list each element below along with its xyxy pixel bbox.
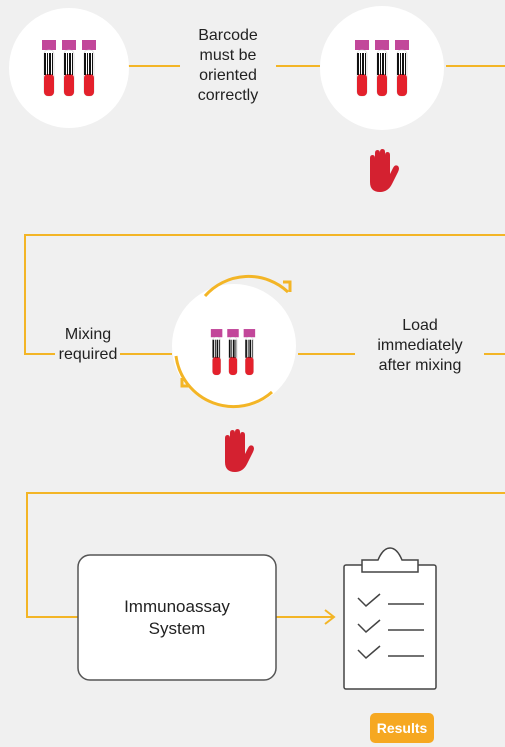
mixing-cycle-icon [203,274,290,297]
connector-row3 [26,492,505,625]
clipboard-checklist-icon [343,547,437,690]
blood-tube-rack-icon [354,39,410,97]
label-line: must be [199,47,257,64]
stop-hand-icon [370,149,399,192]
immunoassay-system-box [77,554,277,681]
label-line: System [148,619,206,638]
label-line: Mixing [64,326,112,343]
label-line: Immunoassay [124,597,230,616]
tube-rack-circle-2 [320,6,444,130]
blood-tube-rack-icon [41,39,97,97]
tube-rack-circle-1 [9,8,129,128]
load-immediately-label: Load immediately after mixing [356,316,484,376]
label-line: Barcode [198,27,258,44]
label-line: after mixing [378,357,462,374]
label-line: correctly [197,87,259,104]
label-line: oriented [199,67,257,84]
label-line: Load [402,317,438,334]
mixing-circle [172,274,296,409]
results-badge: Results [370,713,434,743]
mixing-required-label: Mixing required [56,325,120,365]
label-line: required [58,346,118,363]
immunoassay-system-label: Immunoassay System [78,596,276,640]
barcode-orientation-label: Barcode must be oriented correctly [180,26,276,106]
stop-hand-icon [225,429,254,472]
label-line: immediately [377,337,463,354]
connector-row2 [24,234,505,355]
